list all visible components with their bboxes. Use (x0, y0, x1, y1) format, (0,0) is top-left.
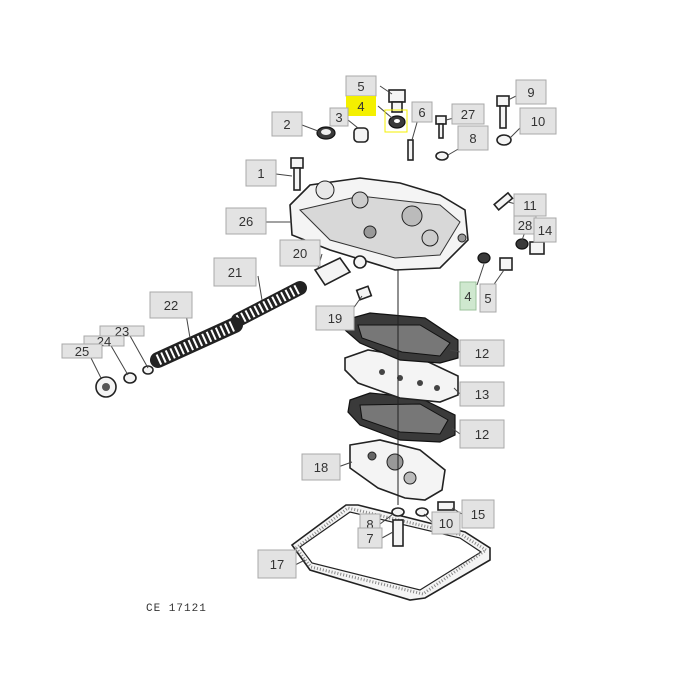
callout-1: 1 (245, 159, 277, 187)
callout-3: 3 (329, 107, 349, 127)
callout-8-top-text: 8 (469, 131, 476, 146)
callout-12-upper: 12 (459, 339, 505, 367)
callout-25-text: 25 (75, 344, 89, 359)
callout-19: 19 (315, 305, 355, 331)
callout-14: 14 (533, 217, 557, 243)
callout-12-lower-text: 12 (475, 427, 489, 442)
callout-12-upper-text: 12 (475, 346, 489, 361)
callout-9: 9 (515, 79, 547, 105)
leader-lines (90, 85, 539, 566)
part-5-plug-side (499, 257, 513, 271)
callout-21: 21 (213, 257, 257, 287)
callout-26: 26 (225, 207, 267, 235)
callout-18: 18 (301, 453, 341, 481)
callout-11-text: 11 (523, 198, 537, 213)
callout-10-top-text: 10 (531, 114, 545, 129)
part-6-pin (407, 139, 414, 161)
highlight-box-4-top (346, 96, 376, 116)
callout-8-bottom-text: 8 (366, 517, 373, 532)
callout-10-bottom: 10 (431, 511, 461, 535)
part-22-spring (150, 317, 243, 368)
callout-1-text: 1 (257, 166, 264, 181)
callout-21-text: 21 (228, 265, 242, 280)
callout-7: 7 (357, 527, 383, 549)
highlight-washer-4 (384, 109, 408, 133)
callout-23-text: 23 (115, 324, 129, 339)
callout-5-top-text: 5 (357, 79, 364, 94)
callout-17: 17 (257, 549, 297, 579)
callout-13: 13 (459, 381, 505, 407)
part-11-pin (493, 191, 514, 211)
callout-2-text: 2 (283, 117, 290, 132)
part-1-bolt (290, 157, 304, 191)
callout-19-text: 19 (328, 311, 342, 326)
part-14-plug (529, 241, 545, 255)
part-12-plate-upper (344, 312, 459, 364)
callout-27-text: 27 (461, 107, 475, 122)
callout-5-side: 5 (479, 283, 497, 313)
callout-14-text: 14 (538, 223, 552, 238)
part-4-washer-top (388, 115, 406, 129)
callout-12-lower: 12 (459, 419, 505, 449)
callout-23: 23 (99, 324, 145, 339)
callout-18-text: 18 (314, 460, 328, 475)
callout-5-side-text: 5 (484, 291, 491, 306)
reference-code: CE 17121 (146, 603, 207, 615)
callout-28: 28 (513, 215, 537, 235)
part-8-washer (435, 151, 449, 161)
callout-27: 27 (451, 103, 485, 125)
part-2-seal (316, 126, 336, 140)
callout-8-top: 8 (457, 125, 489, 151)
callout-13-text: 13 (475, 387, 489, 402)
callout-9-text: 9 (527, 85, 534, 100)
callout-20-text: 20 (293, 246, 307, 261)
part-19-pin (355, 285, 373, 301)
callout-17-text: 17 (270, 557, 284, 572)
part-27-bolt (435, 115, 447, 139)
callout-4-side: 4 (459, 281, 477, 311)
callout-11: 11 (513, 193, 547, 217)
part-25-plug (95, 376, 117, 398)
callout-10-bottom-text: 10 (439, 516, 453, 531)
part-4-washer-side (477, 252, 491, 264)
part-7-bolt-bottom (392, 519, 404, 547)
callout-2: 2 (271, 111, 303, 137)
part-28-washer (515, 238, 529, 250)
callout-4-side-text: 4 (464, 289, 471, 304)
part-10-washer-bottom (415, 507, 429, 517)
callout-4-top-highlight: 4 (346, 96, 376, 116)
callout-22: 22 (149, 291, 193, 319)
part-5-plug-top (388, 89, 406, 113)
part-21-spring (231, 281, 307, 327)
callout-26-text: 26 (239, 214, 253, 229)
callout-5-top: 5 (345, 75, 377, 97)
callout-28-text: 28 (518, 218, 532, 233)
callout-3-text: 3 (335, 110, 342, 125)
callout-6-text: 6 (418, 105, 425, 120)
part-20-plunger (313, 255, 367, 287)
callout-4-top-text: 4 (357, 99, 364, 114)
part-15-clip (437, 501, 455, 511)
callout-15-text: 15 (471, 507, 485, 522)
callout-4-side-box (459, 281, 477, 311)
part-3-cap (353, 127, 369, 143)
part-24-washer (123, 372, 137, 384)
part-9-bolt (496, 95, 510, 129)
callout-15: 15 (461, 499, 495, 529)
part-26-valve-body (289, 177, 469, 271)
callout-6: 6 (411, 101, 433, 123)
part-23-washer (142, 365, 154, 375)
callout-25: 25 (61, 343, 103, 359)
part-10-washer (496, 134, 512, 146)
callout-10-top: 10 (519, 107, 557, 135)
callout-20: 20 (279, 239, 321, 267)
callout-7-text: 7 (366, 531, 373, 546)
part-8-washer-bottom (391, 507, 405, 517)
callout-22-text: 22 (164, 298, 178, 313)
